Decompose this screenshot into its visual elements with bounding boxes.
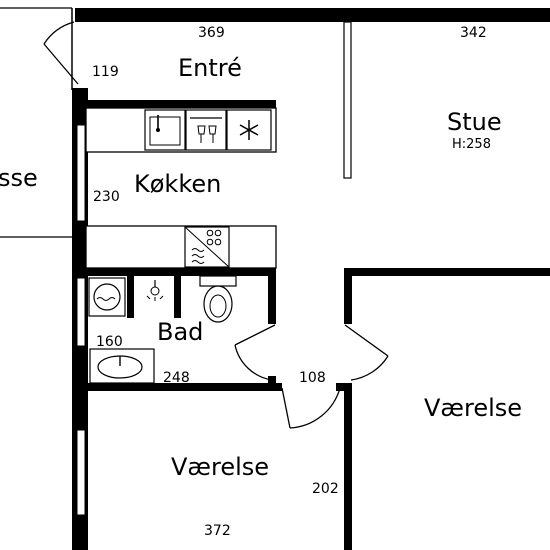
dishwasher-icon: [185, 109, 227, 151]
room-label-kokken: Køkken: [134, 170, 222, 198]
room-label-stue: Stue: [447, 108, 502, 136]
sink-icon: [144, 109, 186, 151]
room-label-vaerelse-right: Værelse: [424, 394, 523, 422]
dim-vaerelse-depth: 202: [312, 481, 339, 497]
stue-partition: [343, 21, 352, 179]
window-kitchen: [76, 124, 86, 222]
lower-room-top-wall-right: [336, 383, 346, 391]
window-bad: [76, 277, 86, 347]
dim-vaerelse-width: 372: [204, 523, 231, 539]
lower-room-top-wall: [86, 383, 282, 391]
shower-icon: [146, 280, 164, 301]
entry-door[interactable]: [43, 21, 79, 85]
hall-door[interactable]: [344, 324, 389, 381]
bad-door[interactable]: [234, 324, 276, 381]
dim-bad-depth: 160: [96, 334, 123, 350]
bad-top-wall: [86, 268, 276, 276]
room-label-bad: Bad: [157, 318, 204, 346]
bad-divider-2: [174, 276, 181, 318]
washbasin-icon: [89, 348, 155, 384]
top-wall: [75, 8, 550, 22]
stove-icon: [184, 226, 230, 268]
dim-hall-door: 108: [299, 370, 326, 386]
stue-ceiling-height: H:258: [452, 137, 491, 152]
vaerelse-left-wall-upper: [344, 268, 352, 324]
room-label-entre: Entré: [178, 54, 242, 82]
washing-machine-icon: [88, 277, 126, 317]
room-label-terrasse: sse: [0, 164, 38, 192]
dim-kokken-depth: 230: [93, 189, 120, 205]
kitchen-upper-wall: [86, 100, 276, 108]
freezer-icon: [226, 109, 272, 151]
bad-divider-1: [127, 276, 134, 318]
window-vaerelse: [76, 429, 86, 516]
dim-bad-width: 248: [163, 370, 190, 386]
kitchen-lower-counter: [85, 225, 277, 269]
vaerelse-left-wall-lower: [344, 383, 352, 550]
vaerelse-door[interactable]: [281, 387, 341, 429]
room-label-vaerelse-bottom: Værelse: [171, 453, 270, 481]
dim-stue-width: 342: [460, 25, 487, 41]
dim-entry-door: 119: [92, 64, 119, 80]
dim-entre-width: 369: [198, 25, 225, 41]
vaerelse-top-wall: [344, 268, 550, 276]
toilet-icon: [199, 275, 237, 323]
bad-right-wall: [268, 268, 276, 324]
